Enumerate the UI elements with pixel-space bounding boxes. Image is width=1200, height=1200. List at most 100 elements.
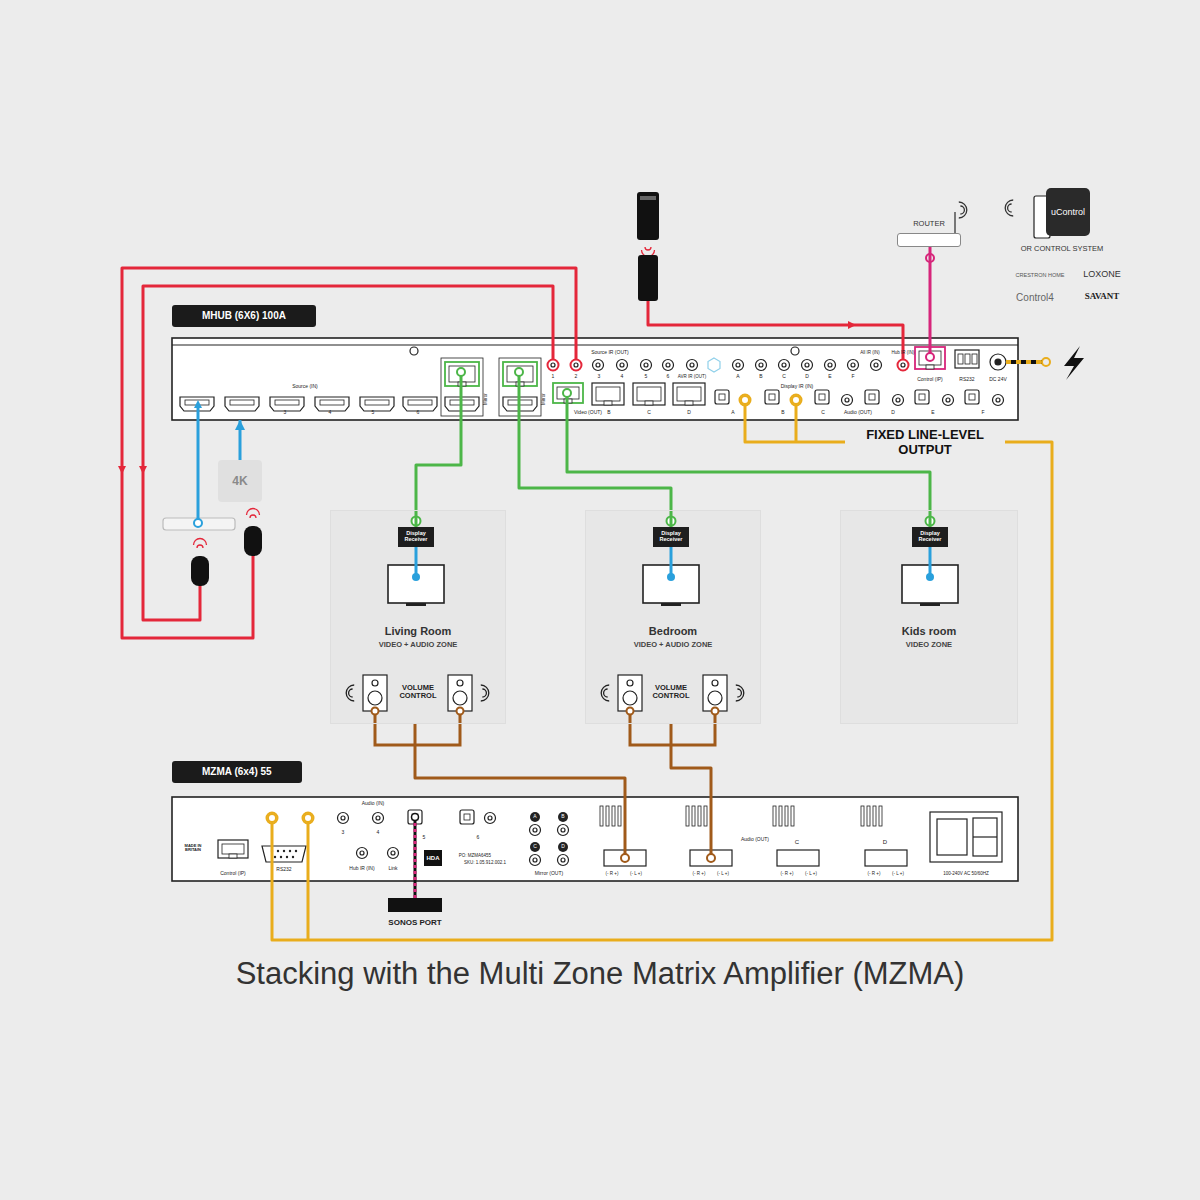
jack (548, 360, 559, 371)
panel-label: 5 (372, 410, 375, 416)
node-title: 4K (232, 474, 247, 488)
panel-label: E (931, 410, 934, 416)
jack (373, 813, 384, 824)
hdmi-port (315, 397, 349, 411)
terminal-screw (965, 354, 970, 364)
panel-label: D (891, 410, 895, 416)
jack-hole (782, 363, 786, 367)
wifi-signal (1005, 200, 1013, 216)
sound-waves (349, 689, 353, 697)
cable-end (412, 814, 419, 821)
db9-pin (280, 856, 282, 858)
jack (756, 360, 767, 371)
tweeter (372, 680, 378, 686)
node-title: Display Receiver (912, 531, 948, 543)
toslink-socket (464, 814, 470, 820)
jack-hole (874, 363, 878, 367)
dr-box: Display Receiver (912, 527, 948, 547)
jack (943, 395, 954, 406)
panel-label: VOLUME CONTROL (651, 684, 691, 701)
panel-label: 5 (423, 835, 426, 841)
jack-hole (644, 363, 648, 367)
terminal-screw (972, 354, 977, 364)
letter-disc (558, 812, 568, 822)
tweeter (627, 680, 633, 686)
speaker (703, 675, 727, 711)
cable-end (563, 389, 571, 397)
tweeter (712, 680, 718, 686)
heat-fin (600, 806, 603, 826)
rj45-socket (637, 387, 661, 401)
heat-fin (785, 806, 788, 826)
cable-end (457, 708, 464, 715)
ir-receiver-window (640, 196, 656, 200)
panel-label: Audio (OUT) (741, 837, 769, 843)
jack (687, 360, 698, 371)
cable-end (621, 854, 629, 862)
rj45-tab (926, 365, 934, 369)
jack (993, 395, 1004, 406)
hdmi-pins (365, 400, 389, 405)
ir-signal (197, 545, 203, 548)
node-subtitle: VIDEO + AUDIO ZONE (379, 640, 458, 649)
panel-label: B (781, 410, 784, 416)
panel-label: SKU: 1.05.912.002.1 (464, 861, 506, 866)
heat-fin (606, 806, 609, 826)
jack (893, 395, 904, 406)
heat-fin (791, 806, 794, 826)
node-title: MZMA (6x4) 55 (172, 761, 302, 783)
db9-pin (295, 850, 297, 852)
toslink-port (865, 390, 879, 404)
jack-hole (574, 363, 578, 367)
rj45-tab (645, 401, 653, 405)
arrow-mark (194, 400, 202, 408)
cable-end (926, 573, 934, 581)
panel-label: Control (IP) (220, 871, 246, 877)
woofer (708, 691, 722, 705)
hdmi-port (225, 397, 259, 411)
cable-connector (272, 420, 1052, 940)
tv-stand (920, 603, 940, 606)
toslink-socket (969, 394, 975, 400)
cable-end (304, 814, 312, 822)
panel-label: A (731, 410, 734, 416)
panel-label: (- L +) (805, 872, 817, 877)
hdbaset-cable (460, 372, 463, 420)
wifi-signal (959, 202, 967, 218)
power-bolt (1064, 346, 1084, 380)
jack-hole (533, 828, 537, 832)
panel-lip (172, 344, 1018, 345)
rj45-tab (604, 401, 612, 405)
jack-hole (596, 363, 600, 367)
cable-end (268, 814, 276, 822)
sound-waves (736, 685, 744, 701)
arrow-mark (848, 321, 856, 329)
panel-label: 2 (575, 374, 578, 380)
dc-socket (990, 354, 1006, 370)
panel-label: D (805, 374, 809, 380)
panel-label: 100-240V AC 50/60HZ (943, 872, 988, 877)
router-box: ROUTER (897, 233, 961, 247)
jack (388, 848, 399, 859)
panel-label: Video (OUT) (574, 410, 602, 416)
node-title: MHUB (6X6) 100A (172, 305, 316, 327)
sound-waves (482, 689, 486, 697)
jack (871, 360, 882, 371)
letter-disc (530, 842, 540, 852)
heat-fin (612, 806, 615, 826)
speaker (618, 675, 642, 711)
hdmi-port (403, 397, 437, 411)
jack (617, 360, 628, 371)
panel-label: B (607, 410, 610, 416)
hdmi-pins (408, 400, 432, 405)
phone-box: uControl (1046, 188, 1090, 236)
iec-socket (937, 819, 967, 855)
ir-receiver (637, 192, 659, 240)
jack-hole (620, 363, 624, 367)
jack (558, 855, 569, 866)
node-title: Kids room (902, 625, 956, 637)
cable-connector (415, 724, 625, 797)
ir-sensor (708, 358, 720, 372)
panel-label: Hub IR (IN) (349, 866, 374, 872)
speaker (363, 675, 387, 711)
